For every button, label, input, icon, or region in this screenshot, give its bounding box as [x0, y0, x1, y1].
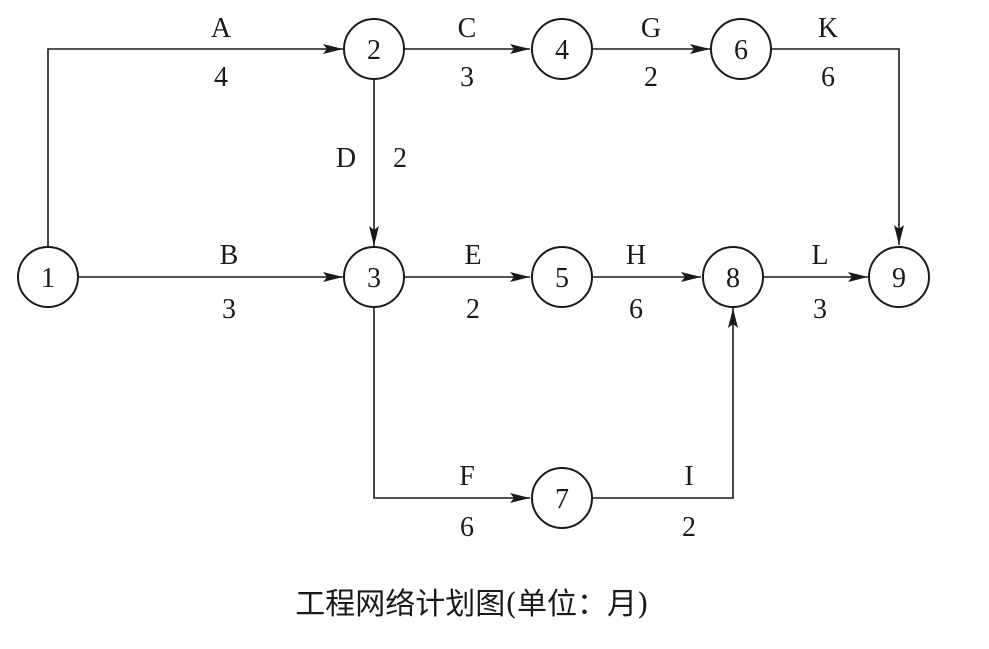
edge-h-duration: 6 — [629, 294, 643, 325]
node-3: 3 — [343, 246, 405, 308]
edges — [47, 44, 904, 503]
node-6-circle — [710, 18, 772, 80]
edge-f-name: F — [459, 461, 475, 492]
edge-f-duration: 6 — [460, 512, 474, 543]
edge-l-name: L — [811, 240, 828, 271]
edge-g-duration: 2 — [644, 62, 658, 93]
node-7-circle — [531, 467, 593, 529]
edge-i-name: I — [684, 461, 693, 492]
edge-e-duration: 2 — [466, 294, 480, 325]
edge-i-line — [593, 308, 738, 499]
edge-a-name: A — [211, 13, 232, 44]
edge-b-duration: 3 — [222, 294, 236, 325]
edge-l-duration: 3 — [813, 294, 827, 325]
edge-k-name: K — [818, 13, 838, 44]
node-1: 1 — [17, 246, 79, 308]
node-3-label: 3 — [367, 263, 381, 294]
node-9: 9 — [868, 246, 930, 308]
node-1-label: 1 — [41, 263, 55, 294]
edge-f-line — [373, 308, 530, 503]
node-5-circle — [531, 246, 593, 308]
edge-b-name: B — [220, 240, 239, 271]
node-4: 4 — [531, 18, 593, 80]
edge-i-duration: 2 — [682, 512, 696, 543]
edge-g-name: G — [641, 13, 661, 44]
nodes: 1 2 3 4 5 6 7 8 — [17, 18, 930, 529]
node-5-label: 5 — [555, 263, 569, 294]
node-7-label: 7 — [555, 484, 569, 515]
node-2-label: 2 — [367, 35, 381, 66]
node-2-circle — [343, 18, 405, 80]
edge-d-name: D — [336, 143, 356, 174]
edge-e-name: E — [464, 240, 481, 271]
edge-h-name: H — [626, 240, 646, 271]
node-8: 8 — [702, 246, 764, 308]
edge-k-duration: 6 — [821, 62, 835, 93]
node-9-circle — [868, 246, 930, 308]
node-6: 6 — [710, 18, 772, 80]
edge-k-line — [772, 48, 904, 245]
edge-a-duration: 4 — [214, 62, 228, 93]
node-7: 7 — [531, 467, 593, 529]
diagram-caption: 工程网络计划图(单位：月) — [295, 587, 648, 622]
edge-c-name: C — [458, 13, 477, 44]
node-8-circle — [702, 246, 764, 308]
node-6-label: 6 — [734, 35, 748, 66]
node-3-circle — [343, 246, 405, 308]
edge-c-duration: 3 — [460, 62, 474, 93]
node-1-circle — [17, 246, 79, 308]
node-5: 5 — [531, 246, 593, 308]
node-9-label: 9 — [892, 263, 906, 294]
edge-a-line — [47, 44, 343, 246]
edge-d-duration: 2 — [393, 143, 407, 174]
node-8-label: 8 — [726, 263, 740, 294]
node-4-circle — [531, 18, 593, 80]
node-2: 2 — [343, 18, 405, 80]
edge-labels: A 4 B 3 C 3 D 2 E 2 F 6 G 2 H 6 I 2 K 6 … — [211, 13, 838, 543]
node-4-label: 4 — [555, 35, 569, 66]
